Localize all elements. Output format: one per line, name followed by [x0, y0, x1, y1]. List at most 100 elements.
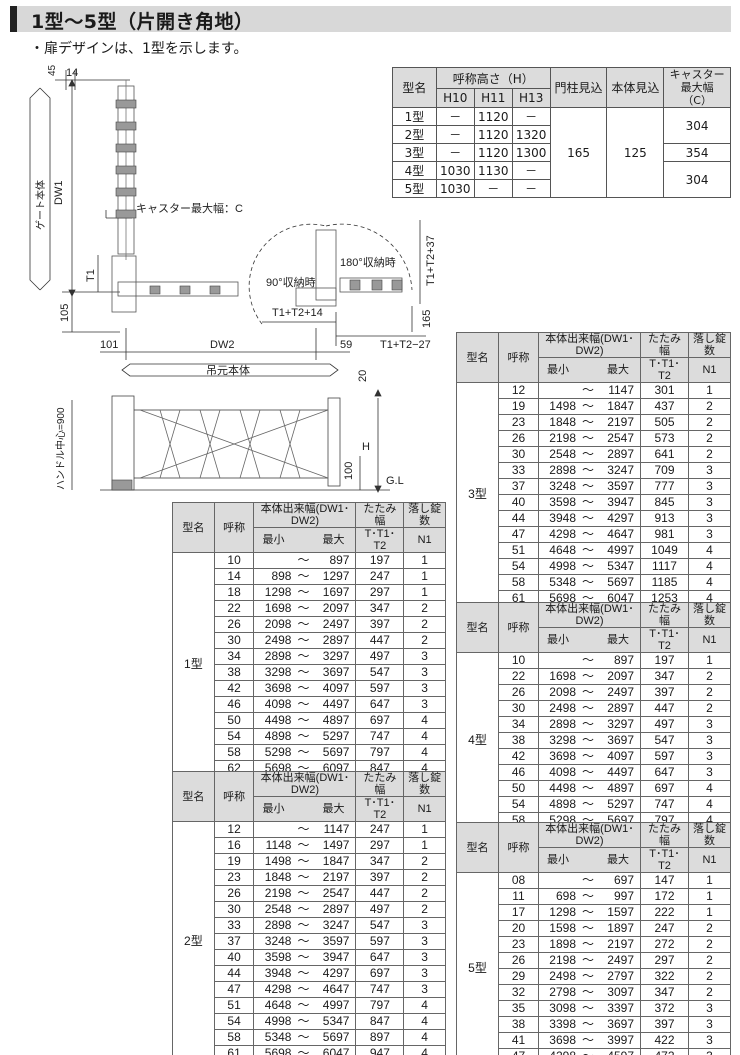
- nominal-cell: 10: [498, 652, 539, 669]
- width-range-cell: 2898～3247: [253, 917, 357, 934]
- width-min: 1848: [264, 870, 292, 884]
- dim-t1t2-plus14: T1+T2+14: [272, 307, 323, 319]
- nominal-cell: 16: [213, 837, 255, 854]
- lock-count-cell: 2: [688, 936, 731, 953]
- width-max: 4297: [607, 511, 634, 525]
- model-cell: 2型: [172, 821, 215, 1055]
- width-range-cell: 3248～3597: [253, 933, 357, 950]
- width-range-cell: ～697: [538, 872, 641, 889]
- lock-count-cell: 1: [403, 568, 446, 585]
- width-range-cell: 1698～2097: [253, 600, 357, 617]
- fold-width-cell: 597: [640, 748, 689, 765]
- spec-h13: 1320: [511, 125, 551, 144]
- width-min: 2898: [264, 918, 292, 932]
- width-max: 2097: [607, 669, 634, 683]
- fold-width-cell: 547: [355, 664, 405, 681]
- fold-width-cell: 297: [355, 837, 405, 854]
- header-width: 本体出来幅(DW1･DW2): [538, 822, 641, 848]
- spec-row: 1型 － 1120 － 165 125 304: [392, 107, 731, 198]
- fold-width-cell: 647: [355, 696, 405, 713]
- width-max: 3247: [607, 463, 634, 477]
- fold-width-cell: 347: [355, 600, 405, 617]
- dim-h: H: [362, 441, 370, 453]
- width-min: 2198: [549, 953, 576, 967]
- width-range-cell: 2898～3247: [538, 462, 641, 479]
- fold-width-cell: 709: [640, 462, 689, 479]
- lock-count-cell: 2: [403, 600, 446, 617]
- range-tilde: ～: [581, 591, 594, 605]
- spec-header-h11: H11: [473, 88, 513, 108]
- spec-h11: 1120: [473, 143, 513, 162]
- width-range-cell: ～897: [253, 552, 357, 569]
- header-min-max: 最小最大: [253, 796, 357, 822]
- fold-width-cell: 573: [640, 430, 689, 447]
- width-max: 2547: [607, 431, 634, 445]
- range-tilde: ～: [297, 601, 310, 615]
- range-tilde: ～: [297, 950, 310, 964]
- fold-width-cell: 747: [355, 981, 405, 998]
- width-max: 1847: [607, 399, 634, 413]
- nominal-cell: 58: [213, 744, 255, 761]
- spec-post-value: 165: [549, 107, 608, 198]
- width-max: 5347: [607, 559, 634, 573]
- width-min: 1848: [549, 415, 576, 429]
- width-range-cell: ～1147: [538, 382, 641, 399]
- width-range-cell: 4998～5347: [538, 558, 641, 575]
- width-min: 4298: [264, 982, 292, 996]
- spec-h10: －: [435, 125, 475, 144]
- width-max: 3297: [607, 717, 634, 731]
- width-min: 3398: [549, 1017, 576, 1031]
- width-min: 5348: [264, 1030, 292, 1044]
- width-range-cell: 1848～2197: [538, 414, 641, 431]
- header-min-max: 最小最大: [253, 527, 357, 553]
- lock-count-cell: 1: [403, 584, 446, 601]
- header-name: 呼称: [498, 602, 539, 653]
- fold-width-cell: 647: [355, 949, 405, 966]
- header-model: 型名: [172, 771, 215, 822]
- width-range-cell: 5348～5697: [538, 574, 641, 591]
- header-lock-sub: N1: [403, 796, 446, 822]
- nominal-cell: 37: [213, 933, 255, 950]
- nominal-cell: 47: [498, 526, 539, 543]
- lock-count-cell: 2: [403, 632, 446, 649]
- lock-count-cell: 3: [403, 648, 446, 665]
- width-min: 3698: [549, 1033, 576, 1047]
- spec-caster-value: 304: [663, 107, 731, 144]
- width-range-cell: 3248～3597: [538, 478, 641, 495]
- spec-body-value: 125: [606, 107, 665, 198]
- width-range-cell: 5348～5697: [253, 1029, 357, 1046]
- lock-count-cell: 4: [688, 780, 731, 797]
- width-max: 4297: [322, 966, 350, 980]
- lock-count-cell: 2: [688, 968, 731, 985]
- width-max: 6047: [322, 1046, 350, 1055]
- lock-count-cell: 1: [688, 382, 731, 399]
- width-range-cell: 698～997: [538, 888, 641, 905]
- fold-width-cell: 1049: [640, 542, 689, 559]
- width-min: 2548: [264, 902, 292, 916]
- width-range-cell: 3948～4297: [253, 965, 357, 982]
- width-min: 2198: [549, 431, 576, 445]
- lock-count-cell: 3: [688, 764, 731, 781]
- fold-width-cell: 197: [640, 652, 689, 669]
- gate-body-label: ゲート本体: [34, 180, 47, 230]
- width-min: 2898: [549, 463, 576, 477]
- header-max: 最大: [607, 854, 629, 866]
- nominal-cell: 37: [498, 478, 539, 495]
- spec-h11: －: [473, 179, 513, 198]
- fold-width-cell: 647: [640, 764, 689, 781]
- label-90deg: 90°収納時: [266, 276, 316, 289]
